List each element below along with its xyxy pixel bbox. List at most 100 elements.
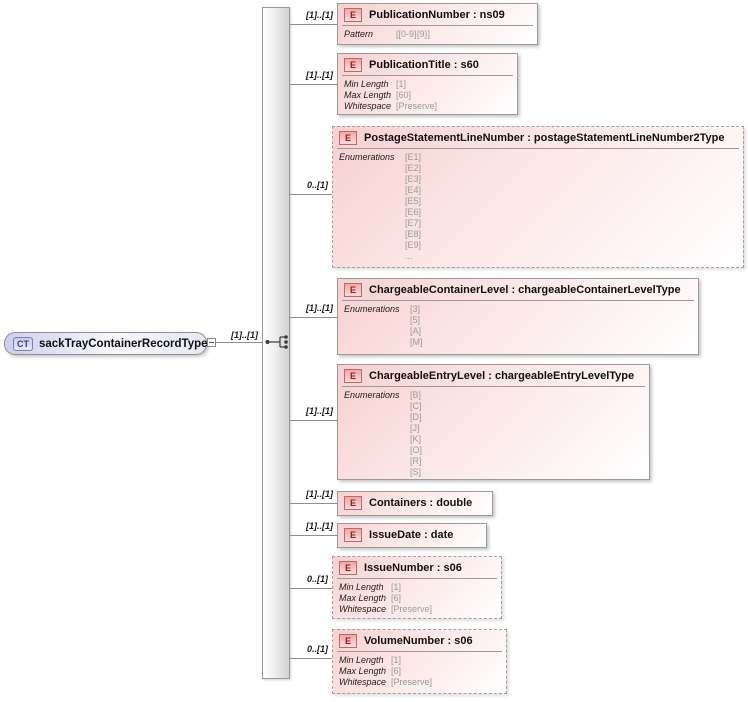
connector-line xyxy=(290,658,332,659)
enumeration-row: [S] xyxy=(344,467,643,478)
element-title: ChargeableEntryLevel : chargeableEntryLe… xyxy=(369,370,635,382)
element-title: PostageStatementLineNumber : postageStat… xyxy=(364,132,725,144)
element-PublicationTitle[interactable]: E PublicationTitle : s60 Min Length [1] … xyxy=(337,53,518,115)
element-badge: E xyxy=(344,283,363,297)
facet-row: Min Length [1] xyxy=(344,79,511,90)
facet-row: Min Length [1] xyxy=(339,655,500,666)
facet-label: Enumerations xyxy=(344,304,400,314)
element-VolumeNumber[interactable]: E VolumeNumber : s06 Min Length [1] Max … xyxy=(332,629,507,694)
facet-label: Whitespace xyxy=(339,604,387,614)
element-badge: E xyxy=(344,58,363,72)
enumeration-row: [K] xyxy=(344,434,643,445)
cardinality-label: 0..[1] xyxy=(306,574,328,584)
facet-label: Enumerations xyxy=(344,390,400,400)
facet-value: [Preserve] xyxy=(396,101,438,111)
enumeration-row: [E8] xyxy=(339,229,737,240)
cardinality-label: [1]..[1] xyxy=(231,330,258,340)
connector-line xyxy=(290,588,332,589)
element-Containers[interactable]: E Containers : double xyxy=(337,491,493,516)
facet-label: Max Length xyxy=(339,666,387,676)
facet-value: [6] xyxy=(391,666,402,676)
element-title: IssueDate : date xyxy=(369,529,454,541)
sequence-icon[interactable] xyxy=(264,334,292,350)
element-title: ChargeableContainerLevel : chargeableCon… xyxy=(369,284,681,296)
element-header: E IssueNumber : s06 xyxy=(333,557,501,578)
element-title: IssueNumber : s06 xyxy=(364,562,462,574)
collapse-toggle[interactable] xyxy=(207,338,216,347)
facet-label: Max Length xyxy=(339,593,387,603)
facet-value: [E6] xyxy=(405,207,422,217)
facet-value: [E8] xyxy=(405,229,422,239)
element-header: E IssueDate : date xyxy=(338,524,486,545)
complextype-title: sackTrayContainerRecordType xyxy=(39,337,208,350)
ct-badge: CT xyxy=(13,336,33,351)
cardinality-label: [1]..[1] xyxy=(306,406,333,416)
facet-value: [J] xyxy=(410,423,420,433)
complextype-sackTrayContainerRecordType[interactable]: CT sackTrayContainerRecordType xyxy=(4,332,208,355)
facet-value: [1] xyxy=(391,582,402,592)
element-header: E ChargeableEntryLevel : chargeableEntry… xyxy=(338,365,649,386)
facet-value: [O] xyxy=(410,445,423,455)
element-title: VolumeNumber : s06 xyxy=(364,635,473,647)
connector-line xyxy=(290,84,337,85)
facet-value: [E3] xyxy=(405,174,422,184)
enumeration-row: [O] xyxy=(344,445,643,456)
facet-row: Whitespace [Preserve] xyxy=(339,604,495,615)
element-PublicationNumber[interactable]: E PublicationNumber : ns09 Pattern [[0-9… xyxy=(337,3,538,45)
cardinality-label: [1]..[1] xyxy=(306,70,333,80)
element-PostageStatementLineNumber[interactable]: E PostageStatementLineNumber : postageSt… xyxy=(332,126,744,268)
enumeration-row: [E9] xyxy=(339,240,737,251)
facet-value: [[0-9]{9}] xyxy=(396,29,431,39)
cardinality-label: 0..[1] xyxy=(306,644,328,654)
separator xyxy=(337,148,739,149)
element-header: E PublicationTitle : s60 xyxy=(338,54,517,75)
facet-label: Max Length xyxy=(344,90,392,100)
enumeration-row: [5] xyxy=(344,315,692,326)
enumeration-row: [E2] xyxy=(339,163,737,174)
separator xyxy=(342,75,513,76)
facet-label: Whitespace xyxy=(339,677,387,687)
facet-value: [60] xyxy=(396,90,412,100)
separator xyxy=(342,25,533,26)
enumeration-row: [M] xyxy=(344,337,692,348)
enumeration-row: [R] xyxy=(344,456,643,467)
cardinality-label: 0..[1] xyxy=(306,180,328,190)
facet-value: [Preserve] xyxy=(391,604,433,614)
connector-line xyxy=(290,535,337,536)
facet-row: Max Length [60] xyxy=(344,90,511,101)
element-badge: E xyxy=(344,8,363,22)
facet-value: [Preserve] xyxy=(391,677,433,687)
element-title: PublicationNumber : ns09 xyxy=(369,9,505,21)
enumeration-row: [C] xyxy=(344,401,643,412)
cardinality-label: [1]..[1] xyxy=(306,303,333,313)
element-IssueNumber[interactable]: E IssueNumber : s06 Min Length [1] Max L… xyxy=(332,556,502,619)
facet-value: [B] xyxy=(410,390,422,400)
element-badge: E xyxy=(344,369,363,383)
cardinality-label: [1]..[1] xyxy=(306,489,333,499)
separator xyxy=(342,300,694,301)
facet-row: Max Length [6] xyxy=(339,593,495,604)
facet-label: Min Length xyxy=(339,655,384,665)
element-header: E Containers : double xyxy=(338,492,492,513)
enumeration-row: [E4] xyxy=(339,185,737,196)
element-badge: E xyxy=(344,528,363,542)
facet-value: [5] xyxy=(410,315,421,325)
facet-row: Min Length [1] xyxy=(339,582,495,593)
element-ChargeableEntryLevel[interactable]: E ChargeableEntryLevel : chargeableEntry… xyxy=(337,364,650,480)
facet-value: [E4] xyxy=(405,185,422,195)
facet-value: [E7] xyxy=(405,218,422,228)
element-header: E PublicationNumber : ns09 xyxy=(338,4,537,25)
element-badge: E xyxy=(339,561,358,575)
element-IssueDate[interactable]: E IssueDate : date xyxy=(337,523,487,548)
element-ChargeableContainerLevel[interactable]: E ChargeableContainerLevel : chargeableC… xyxy=(337,278,699,355)
facet-row: Whitespace [Preserve] xyxy=(339,677,500,688)
element-badge: E xyxy=(339,634,358,648)
facet-value: [E5] xyxy=(405,196,422,206)
facet-value: ... xyxy=(405,251,413,261)
enumeration-row: [A] xyxy=(344,326,692,337)
facet-value: [M] xyxy=(410,337,423,347)
facet-label: Enumerations xyxy=(339,152,395,162)
enumeration-row: [E3] xyxy=(339,174,737,185)
facet-value: [C] xyxy=(410,401,422,411)
